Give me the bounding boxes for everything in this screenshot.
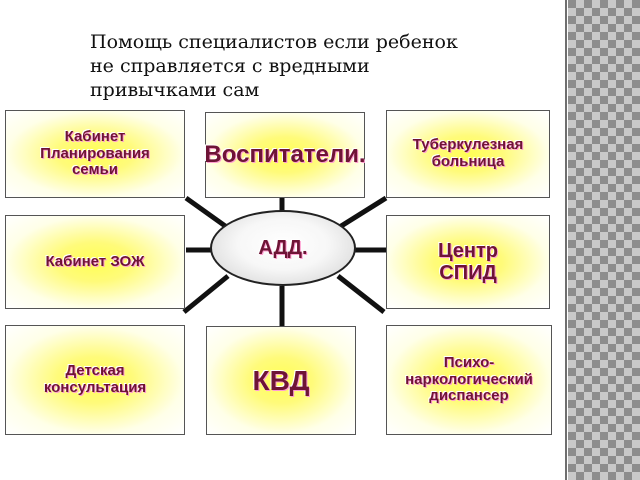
- connector-bottom-right: [336, 274, 386, 314]
- slide-heading: Помощь специалистов если ребенок не спра…: [90, 31, 458, 101]
- label-kvd: КВД: [252, 364, 310, 396]
- connector-bottom-left: [182, 274, 230, 314]
- connector-top-right: [336, 195, 388, 231]
- label-children-consultation: Детская консультация: [43, 362, 147, 396]
- box-educators: Воспитатели.: [204, 112, 366, 198]
- decorative-side-pattern: [568, 0, 640, 480]
- side-divider: [565, 0, 567, 480]
- label-educators: Воспитатели.: [204, 140, 366, 168]
- label-narcology-dispensary: Психо- наркологический диспансер: [405, 353, 533, 405]
- box-narcology-dispensary: Психо- наркологический диспансер: [386, 325, 552, 435]
- box-family-planning: Кабинет Планирования семьи: [5, 110, 185, 198]
- label-family-planning: Кабинет Планирования семьи: [40, 127, 150, 179]
- hub-label: АДД.: [258, 236, 308, 259]
- label-tuberculosis-hospital: Туберкулезная больница: [412, 136, 524, 170]
- connector-top-left: [184, 195, 230, 231]
- box-tuberculosis-hospital: Туберкулезная больница: [386, 110, 550, 198]
- box-aids-center: Центр СПИД: [386, 215, 550, 309]
- label-aids-center: Центр СПИД: [437, 239, 499, 284]
- label-healthy-lifestyle: Кабинет ЗОЖ: [45, 252, 145, 270]
- hub-ellipse: АДД.: [210, 210, 356, 286]
- box-children-consultation: Детская консультация: [5, 325, 185, 435]
- box-kvd: КВД: [206, 326, 356, 435]
- box-healthy-lifestyle: Кабинет ЗОЖ: [5, 215, 185, 309]
